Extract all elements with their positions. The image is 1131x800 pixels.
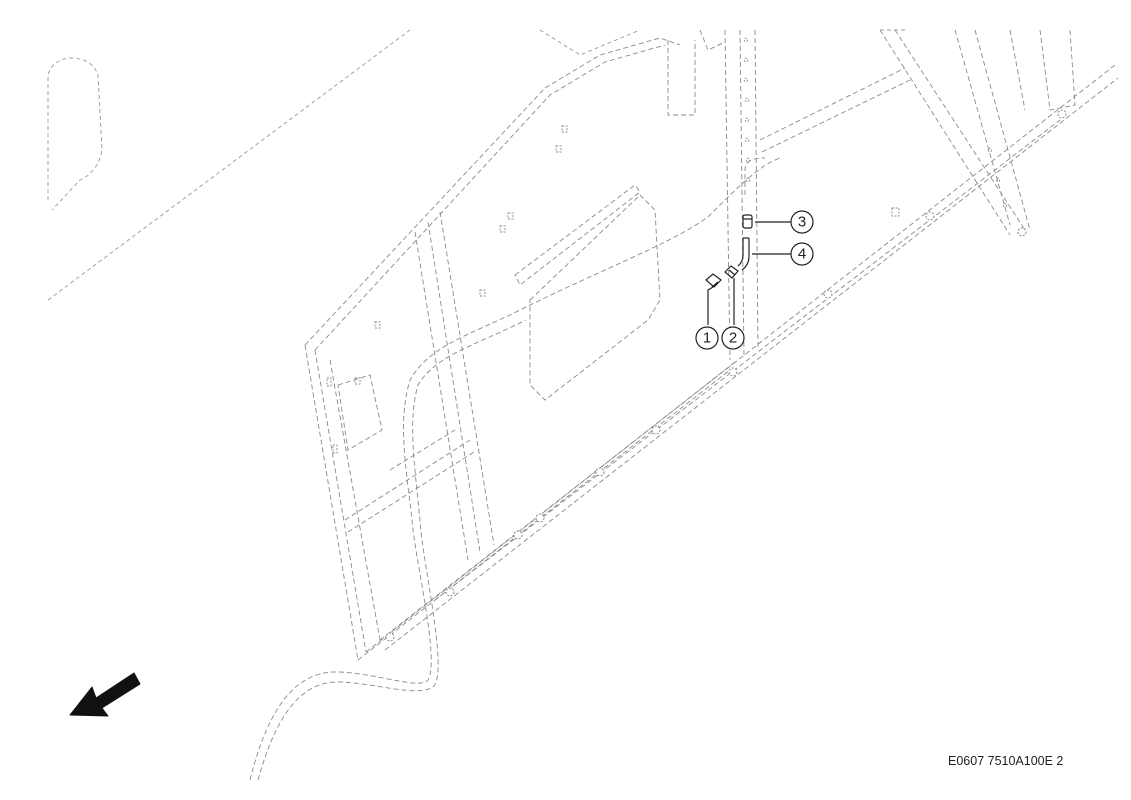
machine-body-outline bbox=[47, 29, 905, 301]
callout-label: 2 bbox=[729, 330, 737, 347]
callout-1: 1 bbox=[695, 326, 719, 350]
callout-2: 2 bbox=[721, 326, 745, 350]
bottom-rail bbox=[379, 64, 1119, 651]
fittings bbox=[705, 214, 753, 288]
fitting-4-elbow-tube bbox=[737, 237, 750, 271]
hose-line bbox=[249, 157, 781, 781]
callout-label: 4 bbox=[798, 246, 806, 263]
fitting-2-nut bbox=[724, 265, 739, 279]
leader-lines bbox=[707, 221, 791, 325]
fitting-1-adapter bbox=[705, 273, 722, 288]
side-panel bbox=[304, 37, 900, 661]
callout-3: 3 bbox=[790, 210, 814, 234]
right-frame bbox=[759, 29, 1076, 237]
fitting-3-sleeve bbox=[742, 214, 753, 229]
callout-label: 1 bbox=[703, 330, 711, 347]
drawing-code: E0607 7510A100E 2 bbox=[948, 754, 1064, 768]
callout-label: 3 bbox=[798, 214, 806, 231]
vertical-post bbox=[667, 29, 759, 361]
callout-4: 4 bbox=[790, 242, 814, 266]
direction-arrow-icon bbox=[69, 672, 141, 717]
